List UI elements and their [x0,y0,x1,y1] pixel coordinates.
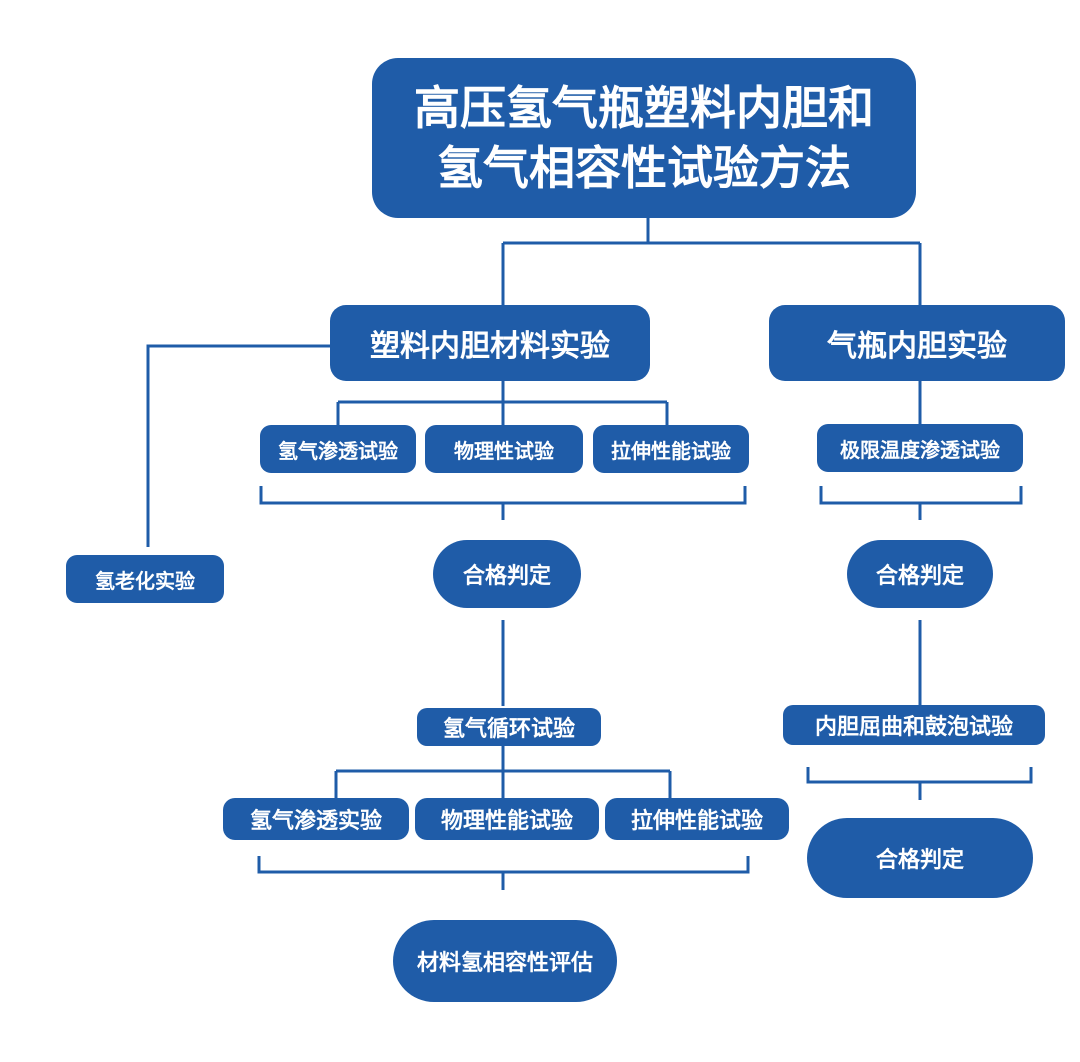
node-right-judge-2: 合格判定 [807,818,1033,898]
node-h2-aging: 氢老化实验 [66,555,224,603]
node-h2-permeation-test: 氢气渗透试验 [260,425,416,473]
bracket-right1 [819,486,1023,520]
node-left-judge: 合格判定 [433,540,581,608]
bracket-tests1 [259,486,747,520]
node-h2-cycle: 氢气循环试验 [417,708,601,746]
connector-left-aging [146,344,330,547]
node-plastic-liner-material: 塑料内胆材料实验 [330,305,650,381]
title-line-1: 高压氢气瓶塑料内胆和 [414,81,874,135]
node-physical-test: 物理性试验 [425,425,583,473]
title-box: 高压氢气瓶塑料内胆和 氢气相容性试验方法 [372,58,916,218]
node-h2-permeation-experiment: 氢气渗透实验 [223,798,409,840]
node-right-judge-1: 合格判定 [847,540,993,608]
node-tensile-test-2: 拉伸性能试验 [605,798,789,840]
node-compatibility-evaluation: 材料氢相容性评估 [393,920,617,1002]
node-cylinder-liner: 气瓶内胆实验 [769,305,1065,381]
node-extreme-temp-permeation: 极限温度渗透试验 [817,424,1023,472]
connector-left-tests1 [336,379,669,425]
title-line-2: 氢气相容性试验方法 [437,141,851,195]
node-buckling-blister-test: 内胆屈曲和鼓泡试验 [783,705,1045,745]
connector-cycle-tests2 [334,745,672,798]
node-tensile-test: 拉伸性能试验 [593,425,749,473]
bracket-right2 [806,767,1033,800]
node-physical-performance-test: 物理性能试验 [415,798,599,840]
connector-title-branches [501,218,922,305]
bracket-tests2 [257,856,750,890]
